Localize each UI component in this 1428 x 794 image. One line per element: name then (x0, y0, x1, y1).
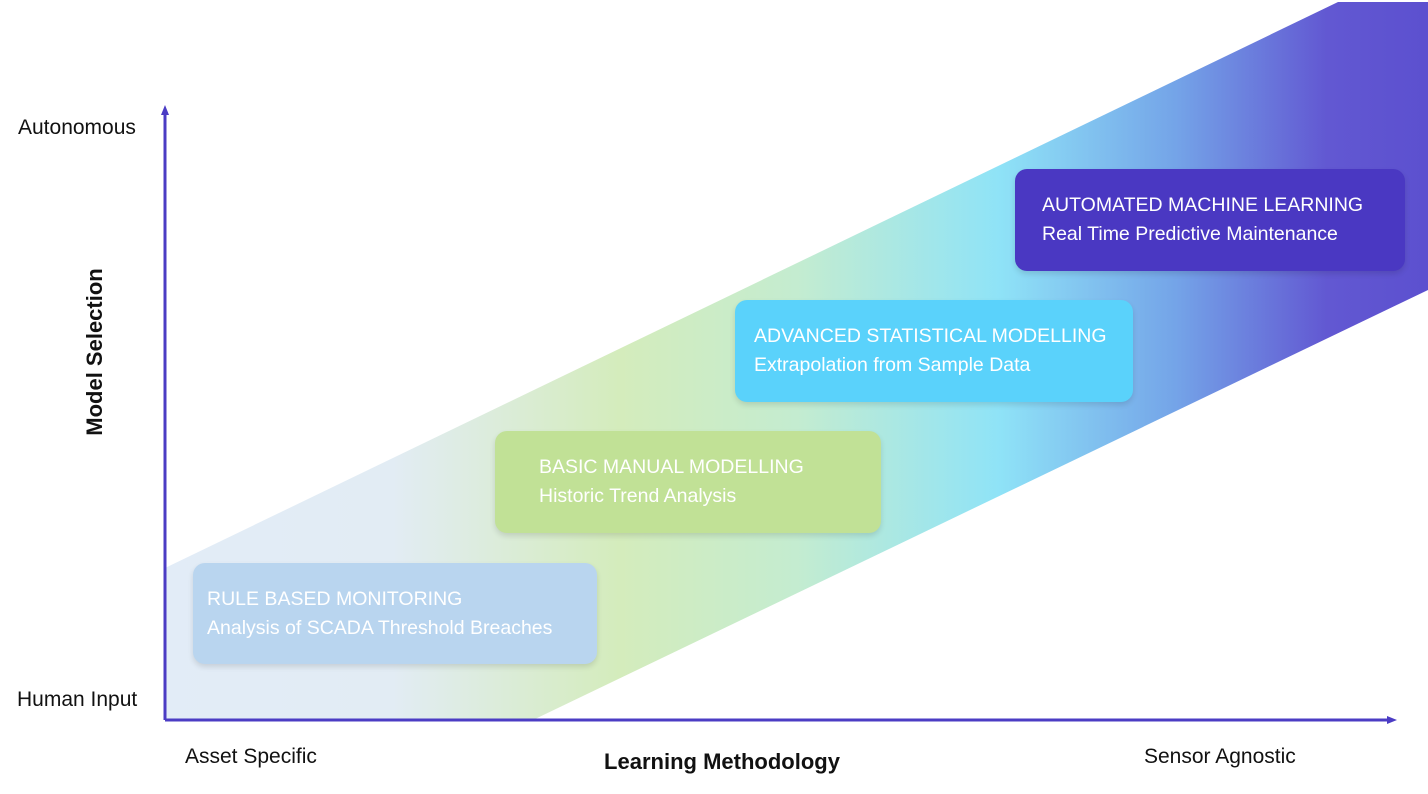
stage-basic-manual-modelling: BASIC MANUAL MODELLING Historic Trend An… (495, 431, 881, 533)
y-axis-bottom-label: Human Input (17, 688, 138, 711)
stage-title: ADVANCED STATISTICAL MODELLING (754, 325, 1107, 347)
stage-title: RULE BASED MONITORING (207, 588, 463, 610)
stage-advanced-statistical-modelling: ADVANCED STATISTICAL MODELLING Extrapola… (735, 300, 1133, 402)
y-axis-title: Model Selection (82, 268, 107, 436)
stage-title: AUTOMATED MACHINE LEARNING (1042, 194, 1364, 216)
stage-rule-based-monitoring: RULE BASED MONITORING Analysis of SCADA … (193, 563, 597, 664)
x-axis-title: Learning Methodology (604, 749, 840, 774)
x-axis-right-label: Sensor Agnostic (1144, 745, 1296, 768)
stage-subtitle: Historic Trend Analysis (539, 485, 737, 507)
stage-subtitle: Real Time Predictive Maintenance (1042, 223, 1338, 245)
stage-subtitle: Extrapolation from Sample Data (754, 354, 1031, 376)
y-axis-top-label: Autonomous (18, 116, 136, 139)
stage-title: BASIC MANUAL MODELLING (539, 456, 804, 478)
stage-automated-machine-learning: AUTOMATED MACHINE LEARNING Real Time Pre… (1015, 169, 1405, 271)
x-axis-left-label: Asset Specific (185, 745, 317, 768)
stage-subtitle: Analysis of SCADA Threshold Breaches (207, 617, 553, 639)
